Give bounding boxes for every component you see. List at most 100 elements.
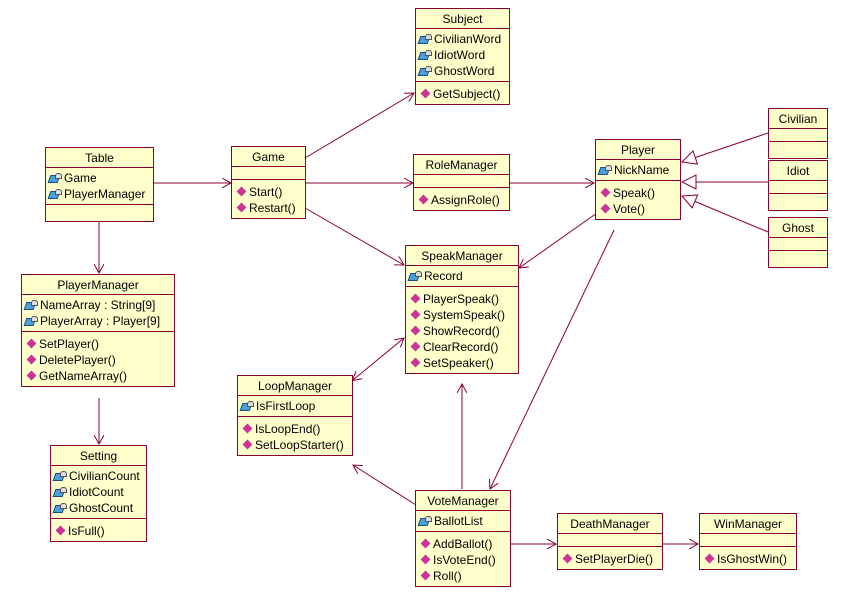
attribute-icon xyxy=(241,401,255,411)
edge-civilian-player xyxy=(682,132,769,162)
operation-row: SetSpeaker() xyxy=(409,355,515,371)
attribute-icon xyxy=(25,300,39,310)
attribute-text: NickName xyxy=(614,163,670,177)
operation-row: Restart() xyxy=(235,200,302,216)
operations: Start()Restart() xyxy=(232,180,305,218)
attributes xyxy=(769,238,827,251)
method-icon xyxy=(418,194,429,205)
edge-player-votemanager xyxy=(490,229,615,489)
class-loopmanager[interactable]: LoopManager IsFirstLoop IsLoopEnd()SetLo… xyxy=(237,375,353,456)
attribute-text: CivilianCount xyxy=(69,469,140,483)
operations: IsGhostWin() xyxy=(700,547,796,569)
operation-text: IsFull() xyxy=(68,524,105,538)
operation-text: PlayerSpeak() xyxy=(423,292,500,306)
method-icon xyxy=(420,570,431,581)
attribute-text: NameArray : String[9] xyxy=(40,298,156,312)
method-icon xyxy=(600,203,611,214)
operation-text: AddBallot() xyxy=(433,537,493,551)
attributes: BallotList xyxy=(416,511,510,532)
attribute-text: PlayerArray : Player[9] xyxy=(40,314,161,328)
attribute-icon xyxy=(409,271,423,281)
operations: GetSubject() xyxy=(416,82,509,104)
operations: SetPlayerDie() xyxy=(558,547,662,569)
operation-row: PlayerSpeak() xyxy=(409,291,515,307)
class-name: DeathManager xyxy=(558,514,662,534)
attributes xyxy=(769,129,827,142)
operation-row: GetSubject() xyxy=(419,86,506,102)
class-name: Ghost xyxy=(769,218,827,238)
attribute-row: CivilianCount xyxy=(54,468,143,484)
class-name: Idiot xyxy=(769,161,827,181)
operation-text: Speak() xyxy=(613,186,656,200)
class-name: Civilian xyxy=(769,109,827,129)
operation-text: Start() xyxy=(249,185,283,199)
class-speakmanager[interactable]: SpeakManager Record PlayerSpeak()SystemS… xyxy=(405,245,519,374)
attribute-text: CivilianWord xyxy=(434,32,502,46)
operation-row: IsFull() xyxy=(54,523,143,539)
class-civilian[interactable]: Civilian xyxy=(768,108,828,159)
operation-row: SetPlayerDie() xyxy=(561,551,659,567)
method-icon xyxy=(420,554,431,565)
operation-row: SetLoopStarter() xyxy=(241,437,349,453)
attribute-icon xyxy=(419,66,433,76)
class-playermanager[interactable]: PlayerManager NameArray : String[9] Playe… xyxy=(21,274,175,387)
edge-ghost-player xyxy=(682,196,769,233)
edge-game-subject xyxy=(304,93,414,159)
class-name: WinManager xyxy=(700,514,796,534)
edge-player-speakmanager xyxy=(519,212,598,268)
method-icon xyxy=(410,357,421,368)
method-icon xyxy=(236,186,247,197)
class-rolemanager[interactable]: RoleManager AssignRole() xyxy=(413,154,510,211)
attribute-text: Record xyxy=(424,269,463,283)
method-icon xyxy=(420,538,431,549)
attribute-row: IdiotWord xyxy=(419,47,506,63)
attribute-icon xyxy=(54,471,68,481)
operations xyxy=(769,251,827,267)
attribute-icon xyxy=(49,173,63,183)
class-winmanager[interactable]: WinManager IsGhostWin() xyxy=(699,513,797,570)
attribute-icon xyxy=(419,516,433,526)
method-icon xyxy=(410,309,421,320)
class-name: PlayerManager xyxy=(22,275,174,295)
class-game[interactable]: Game Start()Restart() xyxy=(231,146,306,219)
operation-text: IsGhostWin() xyxy=(717,552,788,566)
operation-text: SetPlayer() xyxy=(39,337,100,351)
operation-row: Roll() xyxy=(419,568,507,584)
operations: SetPlayer()DeletePlayer()GetNameArray() xyxy=(22,332,174,386)
operations: AssignRole() xyxy=(414,188,509,210)
operation-text: SetSpeaker() xyxy=(423,356,494,370)
operations xyxy=(46,205,153,221)
class-ghost[interactable]: Ghost xyxy=(768,217,828,268)
class-deathmanager[interactable]: DeathManager SetPlayerDie() xyxy=(557,513,663,570)
class-name: VoteManager xyxy=(416,491,510,511)
operation-text: ClearRecord() xyxy=(423,340,499,354)
method-icon xyxy=(600,187,611,198)
operation-text: SetPlayerDie() xyxy=(575,552,654,566)
class-votemanager[interactable]: VoteManager BallotList AddBallot() IsVote… xyxy=(415,490,511,587)
class-player[interactable]: Player NickName Speak()Vote() xyxy=(595,139,681,220)
attribute-row: PlayerManager xyxy=(49,186,150,202)
attribute-text: PlayerManager xyxy=(64,187,146,201)
operation-text: IsVoteEnd() xyxy=(433,553,496,567)
class-idiot[interactable]: Idiot xyxy=(768,160,828,211)
operations xyxy=(769,194,827,210)
method-icon xyxy=(704,553,715,564)
attributes xyxy=(232,167,305,180)
class-name: LoopManager xyxy=(238,376,352,396)
attributes xyxy=(414,175,509,188)
attribute-row: NameArray : String[9] xyxy=(25,297,171,313)
attribute-icon xyxy=(419,34,433,44)
attribute-text: GhostWord xyxy=(434,64,495,78)
attribute-icon xyxy=(25,316,39,326)
attributes xyxy=(700,534,796,547)
attribute-icon xyxy=(599,165,613,175)
operation-row: IsLoopEnd() xyxy=(241,421,349,437)
edge-loopmanager-speakmanager xyxy=(353,338,404,380)
class-name: Setting xyxy=(51,446,146,466)
operation-row: AssignRole() xyxy=(417,192,506,208)
